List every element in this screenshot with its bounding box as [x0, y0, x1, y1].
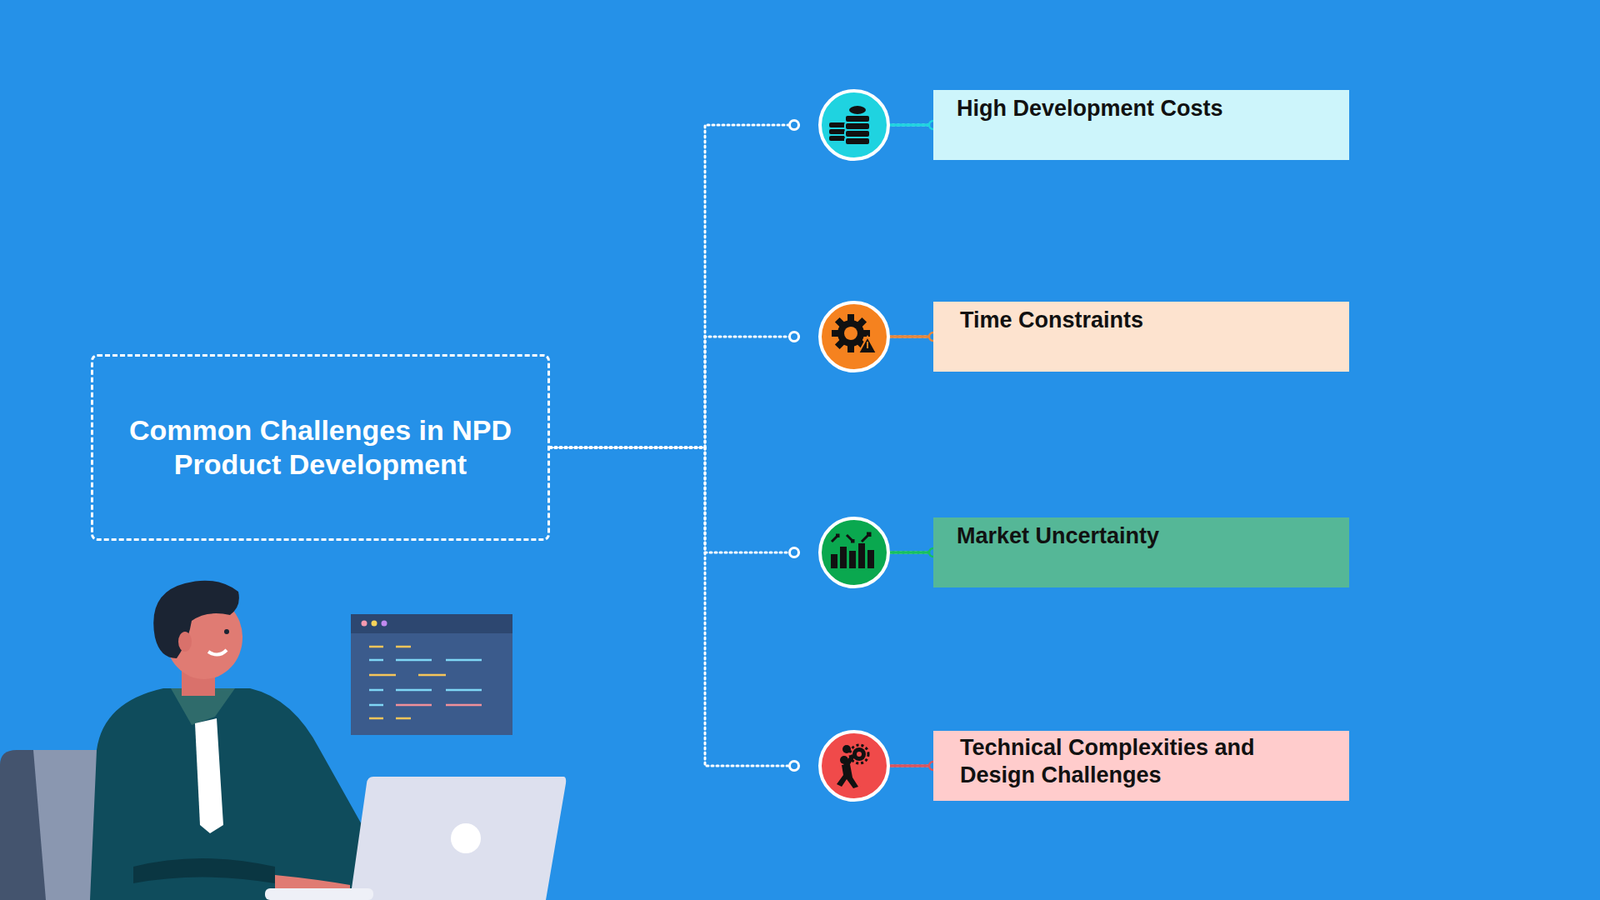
- chair: [0, 750, 99, 900]
- coins-icon: [820, 90, 889, 160]
- gap: [800, 125, 820, 766]
- topic-box: Common Challenges in NPD Product Develop…: [90, 354, 550, 541]
- challenge-text: Time Constraints: [960, 306, 1333, 335]
- branch-connector: [550, 336, 934, 448]
- challenge-box: High Development Costs: [933, 90, 1350, 160]
- challenge-box: Market Uncertainty: [933, 517, 1350, 588]
- challenge-text: Market Uncertainty: [956, 522, 1333, 550]
- chart-icon: [820, 518, 889, 587]
- challenge-box: Time Constraints: [933, 301, 1350, 372]
- challenge-text: Technical Complexities and Design Challe…: [960, 734, 1333, 790]
- stub: [888, 120, 938, 770]
- branch-connector: [550, 125, 934, 448]
- person: [90, 580, 367, 900]
- code-window: [350, 614, 513, 735]
- challenge-text: High Development Costs: [956, 95, 1333, 123]
- struggle-icon: [820, 731, 889, 800]
- challenge-box: Technical Complexities and Design Challe…: [933, 730, 1350, 801]
- gear-icon: [820, 302, 889, 371]
- branch-connector: [550, 447, 934, 766]
- ring: [790, 120, 800, 771]
- laptop: [265, 776, 566, 900]
- topic-text: Common Challenges in NPD Product Develop…: [108, 413, 533, 483]
